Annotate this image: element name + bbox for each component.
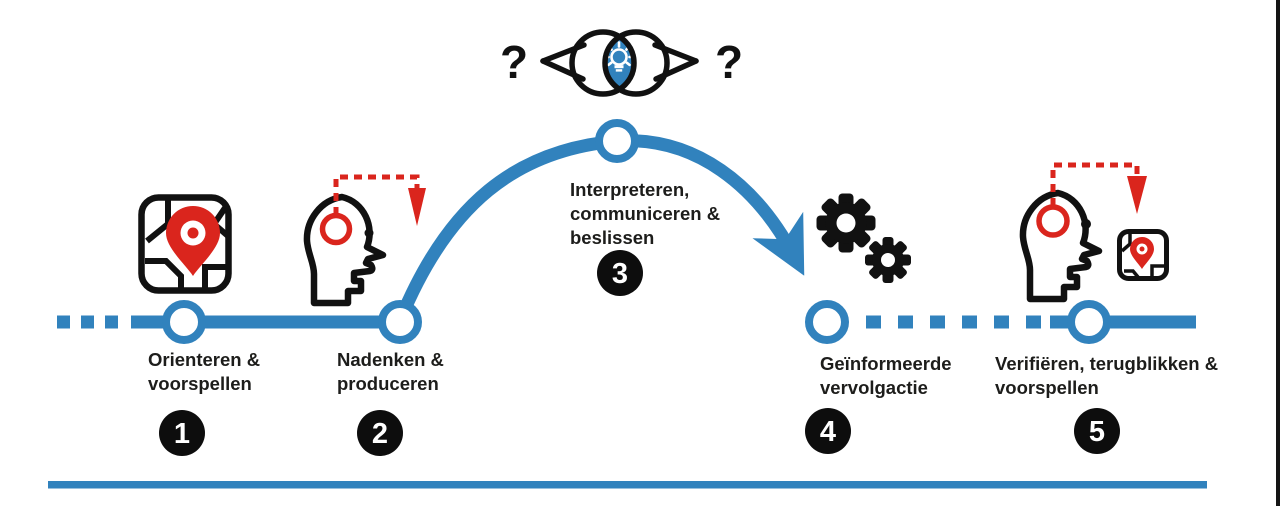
question-mark-right: ? — [715, 36, 743, 88]
step-4-label-line-2: vervolgactie — [820, 377, 928, 398]
step-2-number: 2 — [372, 418, 388, 450]
step-1-label-line-1: Orienteren & — [148, 349, 260, 370]
step-4-number: 4 — [820, 416, 836, 448]
red-arrowhead-icon — [1127, 176, 1147, 214]
step-4-label-line-1: Geïnformeerde — [820, 353, 952, 374]
step-5-badge — [1074, 408, 1120, 454]
step-badges: 1 2 3 4 5 — [159, 250, 1120, 456]
step-5-number: 5 — [1089, 416, 1105, 448]
step-labels: Orienteren & voorspellen Nadenken & prod… — [148, 179, 1218, 398]
timeline-dash — [866, 315, 881, 329]
timeline-dash — [994, 315, 1009, 329]
step-3-number: 3 — [612, 258, 628, 290]
gears-icon — [816, 193, 911, 283]
step-5-label-line-2: voorspellen — [995, 377, 1099, 398]
timeline-node-3 — [595, 119, 639, 163]
step-2-badge — [357, 410, 403, 456]
step-1-label-line-2: voorspellen — [148, 373, 252, 394]
timeline-dash — [898, 315, 913, 329]
step-3-label-line-1: Interpreteren, — [570, 179, 689, 200]
timeline-dash — [57, 315, 70, 329]
step-3-badge — [597, 250, 643, 296]
right-edge-border — [1276, 0, 1280, 506]
step-3-label-line-3: beslissen — [570, 227, 654, 248]
step-3-label-line-2: communiceren & — [570, 203, 720, 224]
timeline-node-2 — [378, 300, 422, 344]
eye-dot-icon — [1081, 219, 1091, 229]
timeline-node-1 — [162, 300, 206, 344]
head-to-map-icon — [1023, 162, 1169, 299]
timeline-dash — [81, 315, 94, 329]
thought-ring-icon — [319, 212, 353, 246]
small-map-pin-icon — [1117, 229, 1169, 281]
step-4-badge — [805, 408, 851, 454]
step-2-label-line-1: Nadenken & — [337, 349, 444, 370]
timeline-dash — [1026, 315, 1041, 329]
map-pin-icon — [138, 194, 232, 294]
red-dashed-connector — [1050, 162, 1140, 206]
step-1-number: 1 — [174, 418, 190, 450]
thought-ring-icon — [1036, 204, 1070, 238]
thinking-head-icon — [307, 174, 426, 303]
red-arrowhead-icon — [408, 188, 426, 226]
timeline — [57, 315, 1196, 329]
timeline-dash — [962, 315, 977, 329]
step-1-badge — [159, 410, 205, 456]
timeline-dash — [930, 315, 945, 329]
eye-venn-icon: ? ? — [500, 29, 743, 97]
timeline-node-5 — [1067, 300, 1111, 344]
step-2-label-line-2: produceren — [337, 373, 439, 394]
bottom-rule — [48, 481, 1207, 489]
timeline-dash — [105, 315, 118, 329]
eye-dot-icon — [364, 228, 374, 238]
red-dashed-connector — [333, 174, 420, 215]
step-5-label-line-1: Verifiëren, terugblikken & — [995, 353, 1218, 374]
timeline-node-4 — [805, 300, 849, 344]
question-mark-left: ? — [500, 36, 528, 88]
